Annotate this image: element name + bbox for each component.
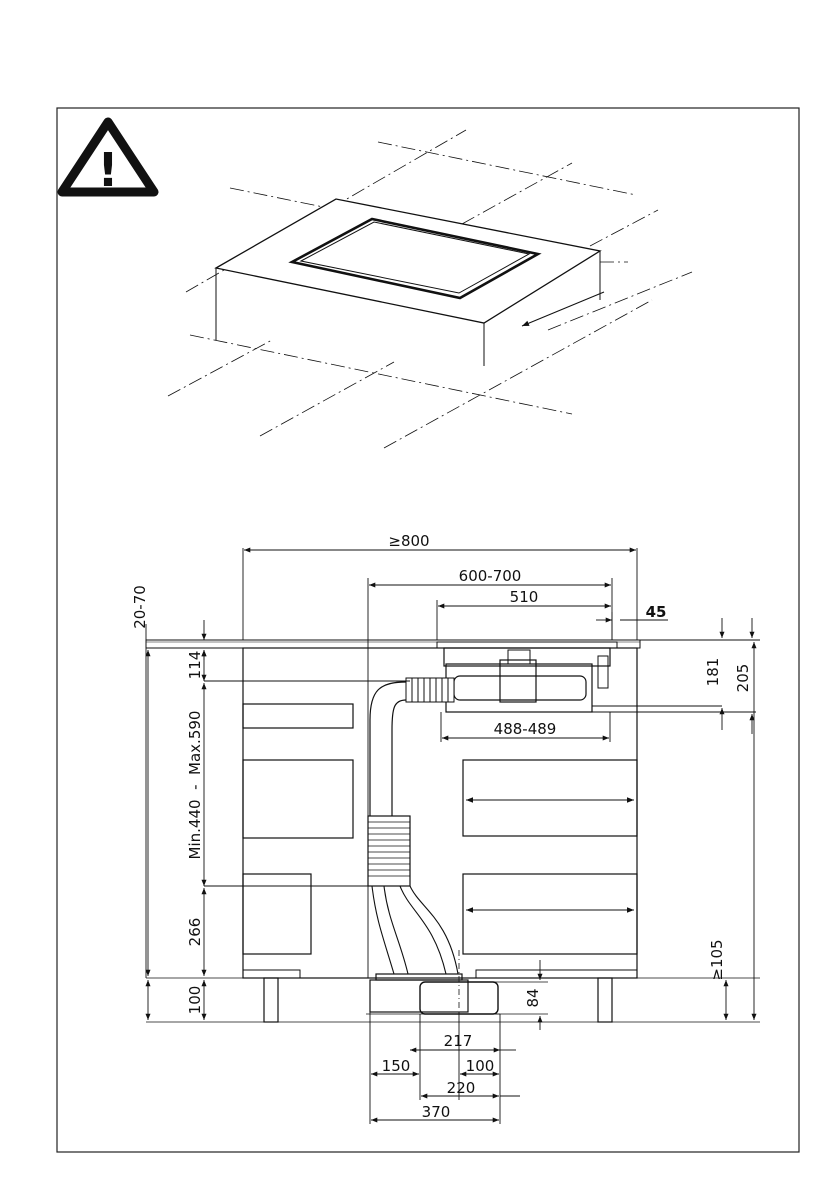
dim-duct-height: 84: [524, 988, 542, 1007]
warning-icon: !: [62, 122, 154, 197]
dim-plinth-height: 100: [186, 986, 204, 1015]
dim-depth-205: 205: [734, 664, 752, 693]
cabinet-section: [146, 640, 760, 1022]
dim-duct-370: 370: [422, 1103, 451, 1121]
dimension-labels: ≥800 600-700 510 45 20-70 114 Min.440 - …: [131, 532, 752, 1121]
dim-overall-width: ≥800: [388, 532, 429, 550]
dim-motor-width: 488-489: [494, 720, 557, 738]
dim-fan-height: 114: [186, 651, 204, 680]
dim-duct-220: 220: [447, 1079, 476, 1097]
warning-symbol: !: [98, 143, 119, 197]
dim-offset-right: 45: [646, 603, 667, 621]
dim-duct-100: 100: [466, 1057, 495, 1075]
dim-duct-150: 150: [382, 1057, 411, 1075]
dim-drawer-height: 266: [186, 918, 204, 947]
dim-depth-181: 181: [704, 658, 722, 687]
dim-top-gap: 20-70: [131, 585, 149, 629]
dim-duct-217: 217: [444, 1032, 473, 1050]
hob-isometric-view: [168, 130, 692, 448]
dim-unit-width: 510: [510, 588, 539, 606]
dim-hob-range: 600-700: [459, 567, 522, 585]
dim-plinth-min: ≥105: [708, 939, 726, 980]
dim-cavity-height: Min.440 - Max.590: [186, 711, 204, 860]
